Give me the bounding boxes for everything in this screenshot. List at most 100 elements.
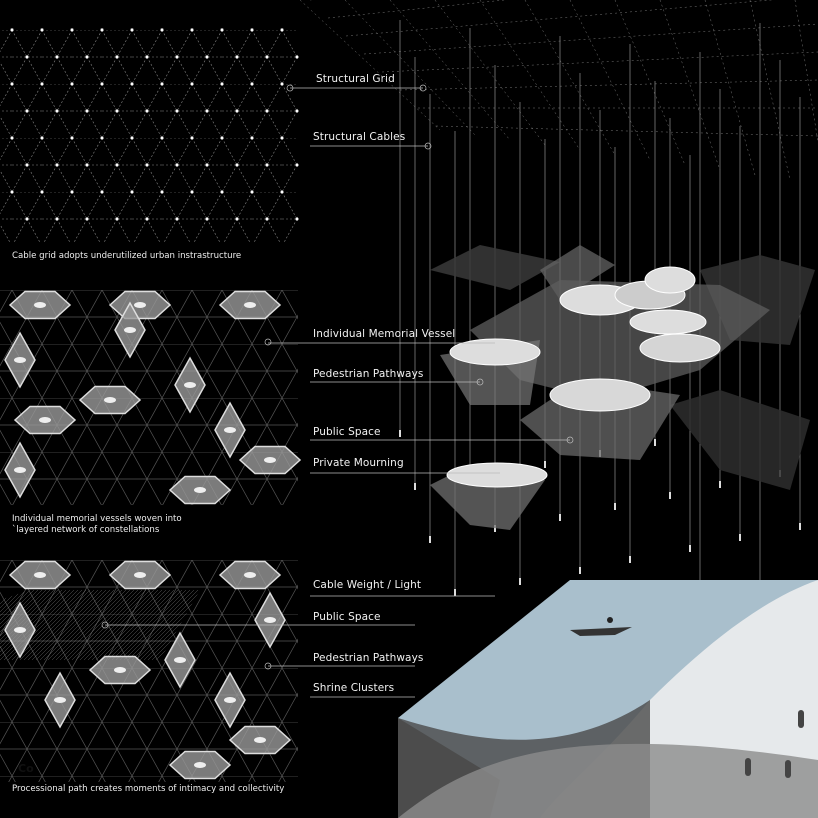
grid-node: [280, 190, 284, 194]
grid-node: [205, 109, 209, 113]
grid-node: [160, 136, 164, 140]
vessel-network-plan: [0, 290, 298, 505]
grid-node: [25, 55, 29, 59]
vessel-tile-centre: [244, 302, 256, 308]
grid-node: [280, 82, 284, 86]
grid-node: [100, 82, 104, 86]
caption-vessels-line1: Individual memorial vessels woven into: [12, 514, 182, 524]
grid-node: [25, 163, 29, 167]
floating-platforms: [430, 245, 815, 530]
grid-line: [389, 0, 511, 141]
grid-node: [85, 163, 89, 167]
grid-line: [299, 0, 441, 131]
fragment-text: Co: [18, 762, 34, 775]
grid-node: [145, 163, 149, 167]
grid-node: [280, 136, 284, 140]
grid-node: [55, 55, 59, 59]
grid-node: [115, 109, 119, 113]
grid-node: [40, 82, 44, 86]
grid-node: [190, 136, 194, 140]
grid-node: [175, 109, 179, 113]
grid-node: [115, 217, 119, 221]
grid-node: [85, 109, 89, 113]
cable-weight-light: [454, 589, 456, 596]
grid-node: [190, 82, 194, 86]
grid-nodes: [10, 28, 299, 221]
grid-node: [115, 163, 119, 167]
grid-node: [100, 136, 104, 140]
grid-node: [250, 136, 254, 140]
public-space-hatch: [0, 590, 200, 660]
cable-weight-light: [399, 430, 401, 437]
grid-node: [100, 190, 104, 194]
grid-line: [434, 0, 546, 146]
grid-node: [145, 109, 149, 113]
grid-node: [235, 55, 239, 59]
grid-node: [175, 217, 179, 221]
cable-weight-light: [414, 483, 416, 490]
vessel-tile-centre: [34, 302, 46, 308]
grid-node: [145, 55, 149, 59]
vessel-tile-centre: [224, 697, 236, 703]
grid-line: [479, 0, 581, 151]
vessel-tile-centre: [264, 457, 276, 463]
grid-node: [160, 28, 164, 32]
cable-weight-light: [494, 525, 496, 532]
cable-weight-light: [654, 439, 656, 446]
grid-node: [40, 190, 44, 194]
grid-node: [10, 136, 14, 140]
cable-weight-light: [579, 567, 581, 574]
grid-node: [190, 28, 194, 32]
grid-node: [130, 190, 134, 194]
label-individual-memorial-vessel: Individual Memorial Vessel: [313, 328, 456, 340]
grid-line: [524, 0, 616, 156]
vessel-tile-centre: [134, 572, 146, 578]
vessel-tile-centre: [224, 427, 236, 433]
label-pedestrian-pathways-2: Pedestrian Pathways: [313, 652, 424, 664]
rower-figure: [607, 617, 613, 623]
leader-lines: [101, 84, 574, 698]
caption-procession: Processional path creates moments of int…: [12, 784, 285, 794]
structural-grid-plan: [0, 28, 298, 243]
cable-weight-light: [614, 503, 616, 510]
grid-node: [10, 82, 14, 86]
grid-node: [220, 190, 224, 194]
label-structural-grid: Structural Grid: [316, 73, 395, 85]
grid-node: [205, 163, 209, 167]
vessel-tile-centre: [14, 357, 26, 363]
grid-node: [160, 82, 164, 86]
grid-node: [220, 136, 224, 140]
grid-node: [160, 190, 164, 194]
vessel-tile-centre: [194, 487, 206, 493]
water-block: [398, 580, 818, 818]
cable-weight-light: [799, 523, 801, 530]
grid-node: [175, 55, 179, 59]
vessel-tile-centre: [184, 382, 196, 388]
grid-line: [344, 0, 476, 136]
grid-line: [794, 0, 818, 144]
grid-node: [205, 217, 209, 221]
grid-line: [569, 0, 651, 161]
grid-node: [10, 28, 14, 32]
grid-node: [250, 82, 254, 86]
grid-node: [265, 109, 269, 113]
grid-node: [220, 82, 224, 86]
grid-line: [381, 51, 818, 73]
grid-line: [363, 23, 818, 55]
grid-node: [115, 55, 119, 59]
cable-weight-light: [429, 536, 431, 543]
vessel-tile-centre: [54, 697, 66, 703]
grid-node: [70, 28, 74, 32]
cable-weight-light: [689, 545, 691, 552]
vessel-tile-centre: [104, 397, 116, 403]
label-pedestrian-pathways: Pedestrian Pathways: [313, 368, 424, 380]
grid-node: [190, 190, 194, 194]
grid-node: [295, 217, 299, 221]
cable-weight-light: [739, 534, 741, 541]
grid-node: [130, 28, 134, 32]
grid-line: [614, 0, 686, 166]
grid-line: [327, 0, 507, 19]
boat-icon: [570, 627, 632, 636]
grid-node: [235, 217, 239, 221]
